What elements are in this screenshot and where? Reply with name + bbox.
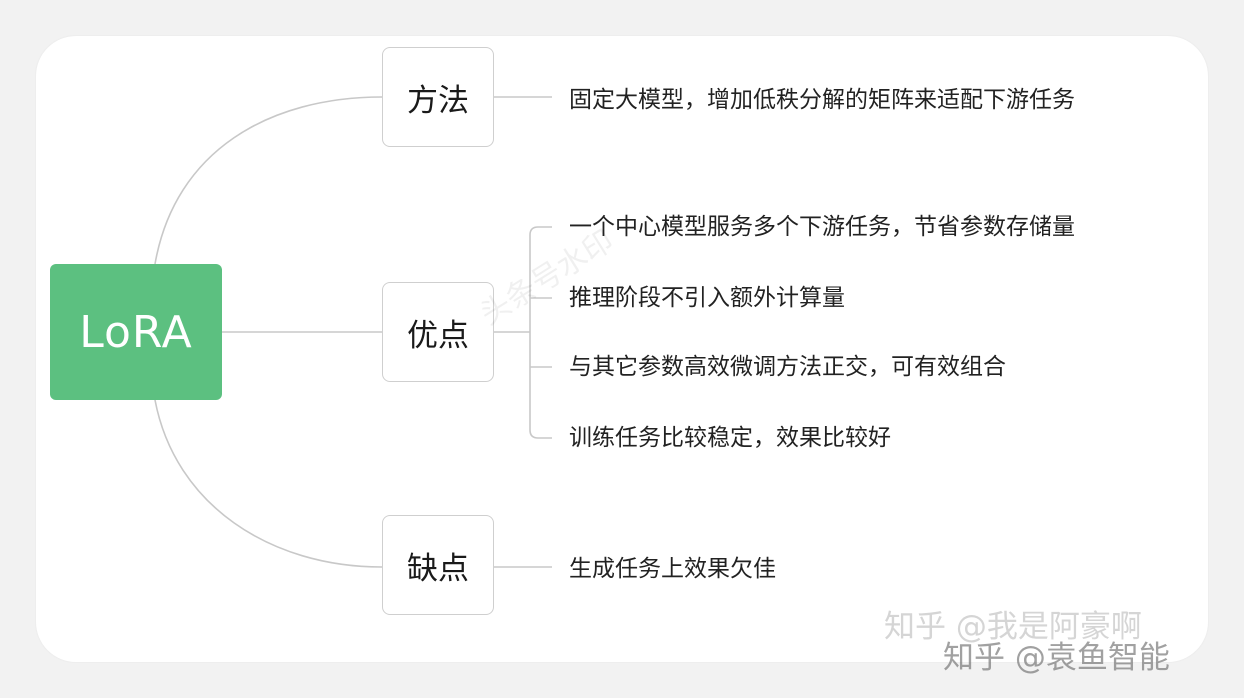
leaf-cons: 生成任务上效果欠佳 <box>569 556 776 582</box>
watermark-author: 知乎 @我是阿豪啊 <box>884 609 1142 645</box>
branch-label-cons: 缺点 <box>407 550 469 587</box>
branch-label-pros: 优点 <box>407 317 469 354</box>
branch-label-method: 方法 <box>407 82 469 119</box>
watermark-source: 知乎 @袁鱼智能 <box>943 640 1170 676</box>
leaf-pros-3: 与其它参数高效微调方法正交，可有效组合 <box>569 354 1006 380</box>
leaf-method: 固定大模型，增加低秩分解的矩阵来适配下游任务 <box>569 87 1075 113</box>
leaf-pros-4: 训练任务比较稳定，效果比较好 <box>569 425 891 451</box>
branch-node-pros: 优点 <box>382 282 494 382</box>
connector-root-method <box>154 96 383 265</box>
leaf-pros-2: 推理阶段不引入额外计算量 <box>569 285 845 311</box>
branch-node-cons: 缺点 <box>382 515 494 615</box>
branch-node-method: 方法 <box>382 47 494 147</box>
connector-root-cons <box>154 399 383 568</box>
root-node: LoRA <box>50 264 222 400</box>
connector-pros-bracket <box>529 226 552 439</box>
leaf-pros-1: 一个中心模型服务多个下游任务，节省参数存储量 <box>569 214 1075 240</box>
root-label: LoRA <box>79 306 193 358</box>
